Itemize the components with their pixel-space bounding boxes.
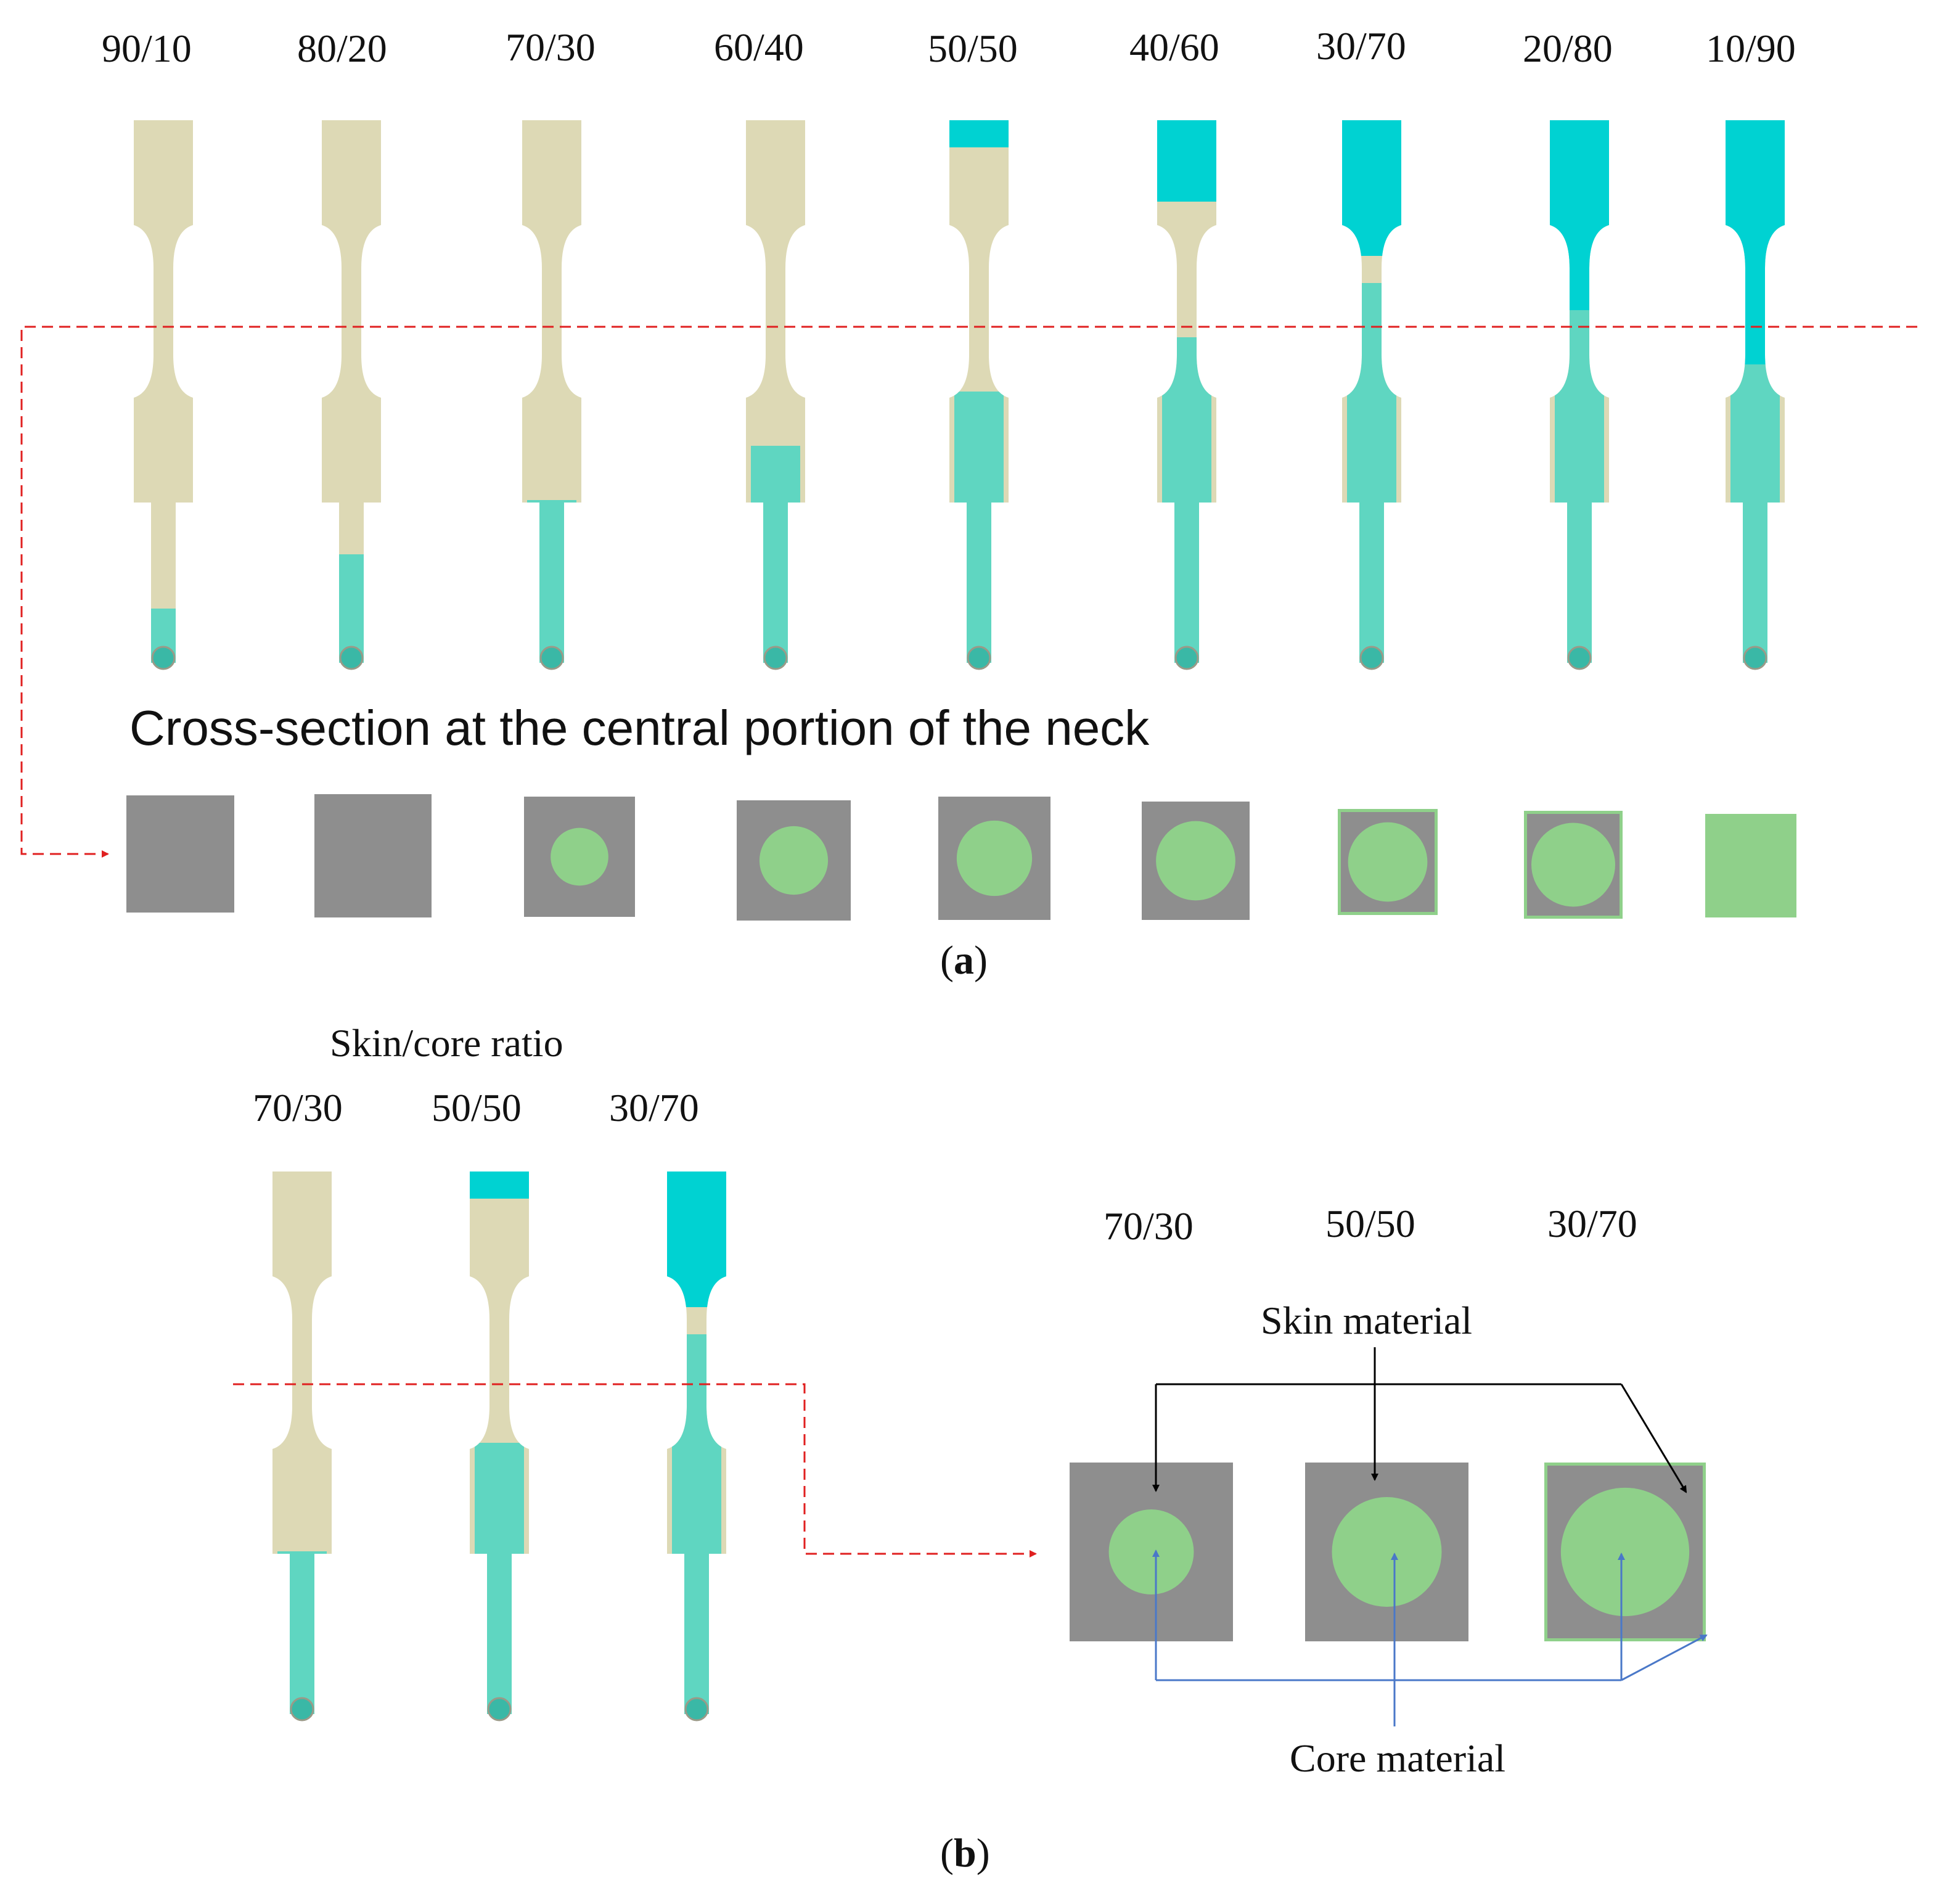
cut-line-b <box>233 1383 1037 1557</box>
a-cross-section-7-core <box>1348 822 1428 902</box>
a-specimen-5 <box>949 120 1009 670</box>
a-specimen-8 <box>1550 120 1609 670</box>
xs-ratio-label-3: 30/70 <box>1547 1202 1637 1245</box>
a-specimen-4 <box>746 120 805 670</box>
b-cross-section-3-core <box>1560 1487 1690 1617</box>
a-specimen-7-core <box>1347 283 1396 663</box>
caption-a: (a) <box>940 938 988 983</box>
ratio-label-a-4: 60/40 <box>714 25 804 69</box>
a-specimen-1-skin <box>134 120 193 663</box>
core-material-label: Core material <box>1290 1736 1506 1780</box>
a-specimen-7 <box>1342 120 1401 670</box>
a-cross-section-1 <box>126 795 234 913</box>
skin-core-heading: Skin/core ratio <box>330 1021 563 1065</box>
b-specimen-3 <box>667 1172 726 1721</box>
a-specimen-4-core <box>751 446 800 663</box>
a-specimen-7-core-front <box>1342 120 1401 256</box>
b-specimen-1 <box>272 1172 332 1721</box>
b-specimen-2 <box>470 1172 529 1721</box>
ratio-label-a-8: 20/80 <box>1523 27 1613 70</box>
a-cross-section-4 <box>737 800 851 921</box>
a-cross-section-8 <box>1524 811 1623 919</box>
ratio-label-b-1: 70/30 <box>253 1086 343 1130</box>
ratio-label-b-3: 30/70 <box>609 1086 699 1130</box>
b-cross-section-2 <box>1305 1463 1468 1641</box>
ratio-label-a-5: 50/50 <box>928 27 1018 70</box>
a-specimen-6-gate <box>1174 646 1199 670</box>
a-cross-section-3-core <box>551 827 608 886</box>
cross-section-title: Cross-section at the central portion of … <box>129 700 1150 755</box>
a-cross-section-3 <box>524 797 635 917</box>
a-cross-section-8-core <box>1531 823 1615 907</box>
b-specimen-3-core-front <box>667 1172 726 1307</box>
a-specimen-1-gate <box>151 646 176 670</box>
ratio-label-a-1: 90/10 <box>102 27 192 70</box>
a-specimen-3 <box>522 120 581 670</box>
caption-b: (b) <box>940 1831 990 1876</box>
a-specimen-6-core-front <box>1157 120 1216 202</box>
b-specimen-3-gate <box>684 1697 709 1721</box>
a-specimen-6 <box>1157 120 1216 670</box>
a-specimen-5-core-front <box>949 120 1009 147</box>
core-arrow-4 <box>1621 1634 1708 1681</box>
b-specimen-1-gate <box>290 1697 314 1721</box>
a-cross-section-2 <box>314 794 432 917</box>
a-specimen-2 <box>322 120 381 670</box>
ratio-label-a-7: 30/70 <box>1316 24 1406 68</box>
b-specimen-2-core-front <box>470 1172 529 1199</box>
ratio-label-a-3: 70/30 <box>506 25 596 69</box>
a-specimen-3-core <box>527 500 576 663</box>
ratio-label-a-2: 80/20 <box>297 27 387 70</box>
a-cross-section-5 <box>938 797 1050 920</box>
a-cross-section-9 <box>1705 814 1796 917</box>
a-specimen-3-gate <box>539 646 564 670</box>
caption-b-letter: b <box>953 1831 977 1876</box>
a-specimen-6-core <box>1162 337 1211 663</box>
b-specimen-3-core <box>672 1334 721 1714</box>
b-specimen-2-gate <box>487 1697 512 1721</box>
a-specimen-1 <box>134 120 193 670</box>
a-cross-section-6 <box>1142 802 1250 920</box>
caption-a-letter: a <box>953 938 974 983</box>
a-specimen-2-gate <box>339 646 364 670</box>
b-cross-section-1-core <box>1108 1509 1194 1594</box>
a-specimen-8-core-front <box>1550 120 1609 310</box>
b-cross-section-3 <box>1544 1463 1706 1641</box>
a-specimen-8-gate <box>1567 646 1592 670</box>
a-specimen-9-gate <box>1743 646 1767 670</box>
ratio-label-b-2: 50/50 <box>432 1086 522 1130</box>
a-cross-section-4-core <box>759 826 829 895</box>
xs-ratio-label-2: 50/50 <box>1325 1202 1415 1245</box>
skin-material-label: Skin material <box>1261 1299 1473 1342</box>
a-cross-section-5-core <box>956 820 1033 897</box>
a-specimen-7-gate <box>1359 646 1384 670</box>
a-specimen-4-gate <box>763 646 788 670</box>
a-cross-section-7 <box>1338 809 1438 915</box>
b-specimen-2-core <box>475 1443 524 1714</box>
a-specimen-9 <box>1726 120 1785 670</box>
b-specimen-1-core <box>277 1551 327 1714</box>
a-cross-section-6-core <box>1156 821 1235 901</box>
ratio-label-a-9: 10/90 <box>1706 27 1796 70</box>
b-cross-section-2-core <box>1332 1496 1442 1607</box>
a-specimen-9-core-front <box>1726 120 1785 364</box>
a-specimen-5-core <box>954 392 1004 663</box>
b-cross-section-1 <box>1070 1463 1233 1641</box>
ratio-label-a-6: 40/60 <box>1129 25 1219 69</box>
xs-ratio-label-1: 70/30 <box>1104 1204 1194 1248</box>
a-specimen-5-gate <box>967 646 991 670</box>
